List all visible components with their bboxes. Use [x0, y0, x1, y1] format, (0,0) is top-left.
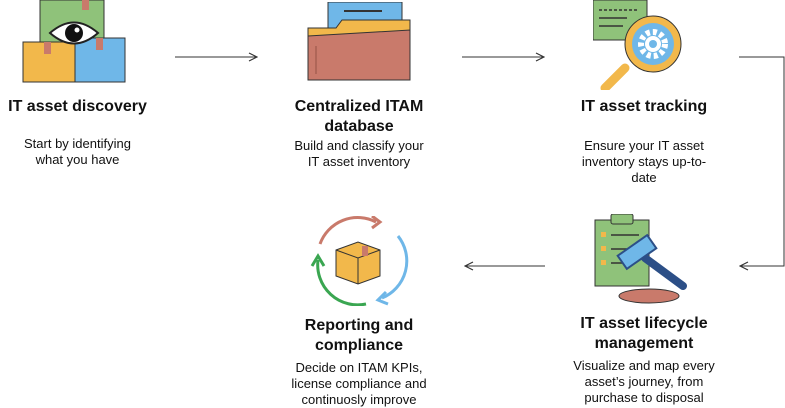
step-description: Visualize and map every asset’s journey,… — [573, 358, 715, 405]
step-title: Centralized ITAM database — [294, 98, 424, 135]
step-asset-tracking: IT asset tracking Ensure your IT asset i… — [559, 0, 729, 185]
magnifier-gear-icon — [593, 0, 682, 90]
step-title: IT asset discovery — [8, 98, 147, 115]
step-description: Ensure your IT asset inventory stays up-… — [581, 138, 707, 185]
box-cycle-arrows-icon — [310, 216, 409, 306]
step-asset-discovery: IT asset discovery Start by identifying … — [0, 0, 155, 170]
clipboard-gavel-icon — [594, 214, 687, 304]
step-title: IT asset tracking — [580, 98, 708, 115]
step-description: Decide on ITAM KPIs, license compliance … — [291, 360, 427, 407]
step-description: Start by identifying what you have — [24, 136, 131, 167]
folder-icon — [307, 2, 411, 81]
arrow-tracking-to-lifecycle — [739, 56, 785, 266]
boxes-with-eye-icon — [22, 0, 126, 83]
step-itam-database: Centralized ITAM database Build and clas… — [274, 0, 444, 175]
step-lifecycle-management: IT asset lifecycle management Visualize … — [559, 210, 729, 408]
step-title: Reporting and compliance — [304, 317, 414, 354]
step-description: Build and classify your IT asset invento… — [294, 138, 424, 169]
step-title: IT asset lifecycle management — [580, 315, 708, 352]
step-reporting-compliance: Reporting and compliance Decide on ITAM … — [274, 210, 444, 408]
